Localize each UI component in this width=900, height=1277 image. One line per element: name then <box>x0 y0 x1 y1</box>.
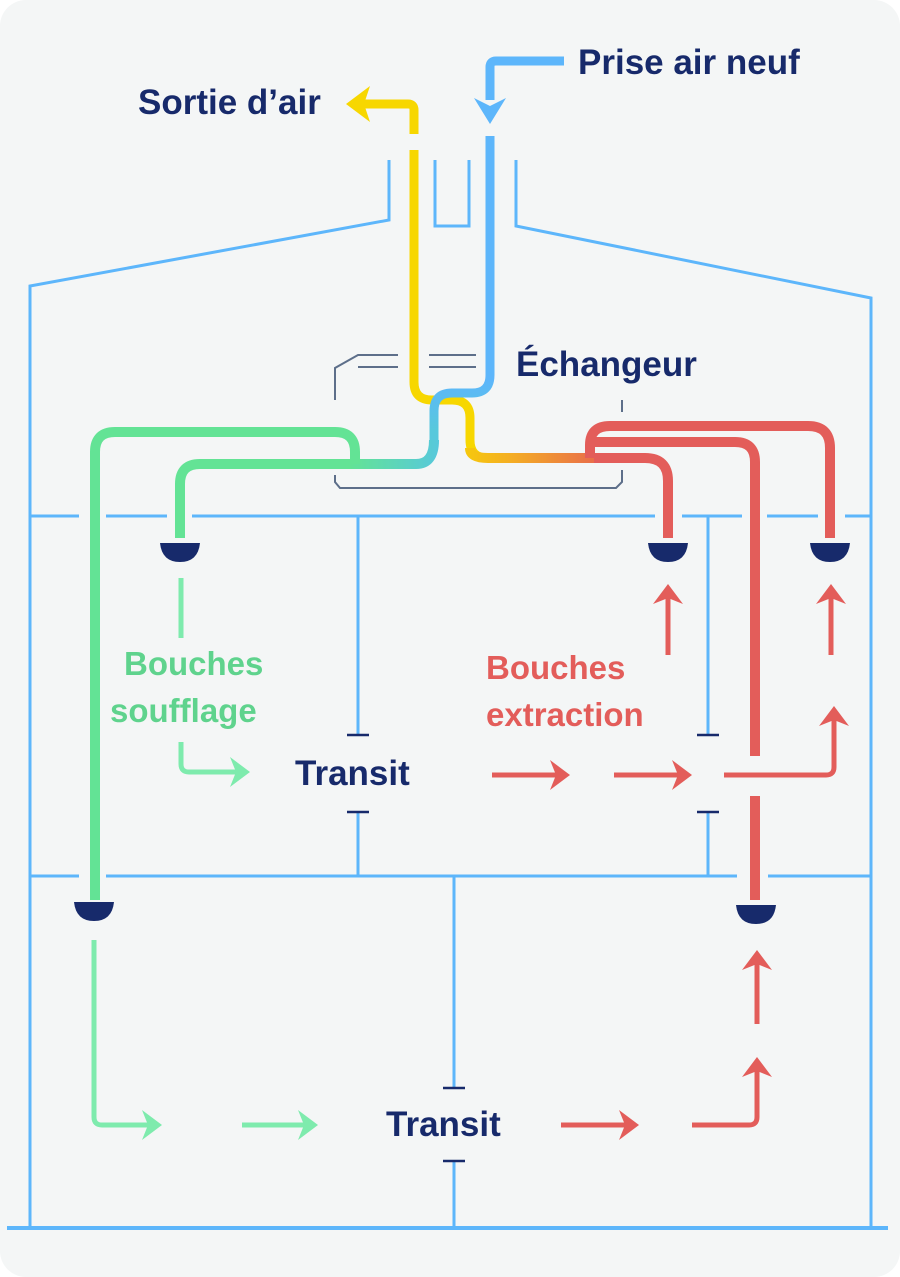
arrow-right-icon <box>619 1110 639 1140</box>
chimney-divider <box>433 160 471 228</box>
air-exhaust-label: Sortie d’air <box>138 83 321 122</box>
supply-flow-line <box>178 742 240 775</box>
vents <box>74 543 850 924</box>
extraction-vents-label-line2: extraction <box>486 696 644 733</box>
air-flow-arrows <box>91 578 849 1140</box>
extract-duct <box>595 437 760 756</box>
extract-flow-line <box>724 718 837 778</box>
exchanger-unit <box>334 354 623 489</box>
intake-arrow-icon <box>474 98 506 124</box>
supply-duct <box>90 427 360 900</box>
supply-duct <box>175 439 439 538</box>
exhaust-arrow-icon <box>346 86 370 122</box>
transit-label-upper: Transit <box>295 754 410 793</box>
supply-flow-line <box>91 940 150 1128</box>
extract-flow-line <box>692 1070 760 1128</box>
vent-icon <box>160 543 200 562</box>
ducts <box>90 56 835 900</box>
arrow-up-icon <box>742 950 772 970</box>
arrow-right-icon <box>142 1110 162 1140</box>
supply-vents-label-line1: Bouches <box>124 645 263 682</box>
house-structure <box>7 160 888 1230</box>
exhaust-duct <box>409 150 600 463</box>
exchanger-label: Échangeur <box>516 344 697 384</box>
transit-label-lower: Transit <box>386 1105 501 1144</box>
fresh-air-duct <box>485 56 564 100</box>
arrow-right-icon <box>550 760 570 790</box>
vent-icon <box>736 905 776 924</box>
extract-duct <box>585 421 835 538</box>
exhaust-duct <box>363 99 419 134</box>
arrow-up-icon <box>742 1057 772 1077</box>
arrow-right-icon <box>230 757 250 787</box>
extract-duct <box>594 453 673 538</box>
arrow-right-icon <box>298 1110 318 1140</box>
arrow-right-icon <box>672 760 692 790</box>
arrow-up-icon <box>653 584 683 604</box>
roof-right <box>514 160 873 1227</box>
arrow-up-icon <box>816 584 846 604</box>
arrow-up-icon <box>819 706 849 726</box>
supply-vents-label-line2: soufflage <box>110 692 257 729</box>
vent-icon <box>74 902 114 921</box>
vent-icon <box>810 543 850 562</box>
extraction-vents-label-line1: Bouches <box>486 649 625 686</box>
roof-left <box>28 160 391 1227</box>
vent-icon <box>648 543 688 562</box>
fresh-air-intake-label: Prise air neuf <box>578 43 800 82</box>
labels: Prise air neuf Sortie d’air Échangeur Bo… <box>110 43 800 1144</box>
fresh-air-duct <box>429 136 495 445</box>
extract-duct <box>465 447 600 463</box>
